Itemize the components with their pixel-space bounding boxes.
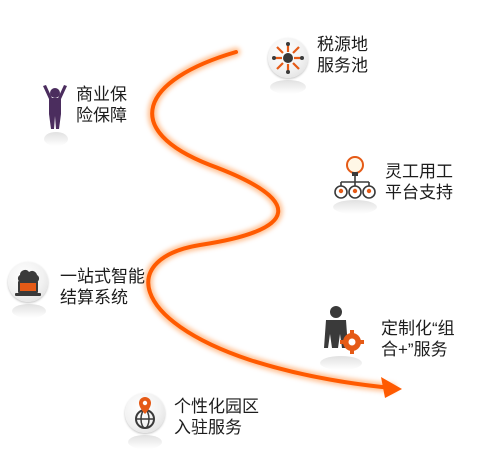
item-label-line1: 商业保 bbox=[76, 85, 127, 104]
item-label-line2: 险保障 bbox=[76, 106, 127, 125]
item-label-line2: 结算系统 bbox=[60, 288, 128, 307]
businessman-gear-icon bbox=[324, 306, 364, 354]
arrow-head bbox=[381, 377, 402, 398]
network-hub-icon bbox=[268, 38, 308, 78]
item-label-line1: 个性化园区 bbox=[174, 397, 259, 416]
laptop-cloud-icon bbox=[8, 262, 48, 302]
person-raising-hands-icon bbox=[43, 85, 67, 129]
curve-line bbox=[146, 50, 394, 390]
item-label-line1: 定制化“组 bbox=[381, 319, 455, 338]
item-label-line1: 灵工用工 bbox=[385, 162, 453, 181]
item-label-line2: 入驻服务 bbox=[174, 418, 242, 437]
item-label-line2: 平台支持 bbox=[385, 183, 453, 202]
item-label-line1: 税源地 bbox=[317, 35, 368, 54]
item-label-line1: 一站式智能 bbox=[60, 267, 145, 286]
item-label-line2: 合+”服务 bbox=[381, 340, 448, 359]
location-globe-icon bbox=[125, 393, 165, 433]
lightbulb-team-icon bbox=[334, 156, 376, 199]
item-label-line2: 服务池 bbox=[317, 56, 368, 75]
